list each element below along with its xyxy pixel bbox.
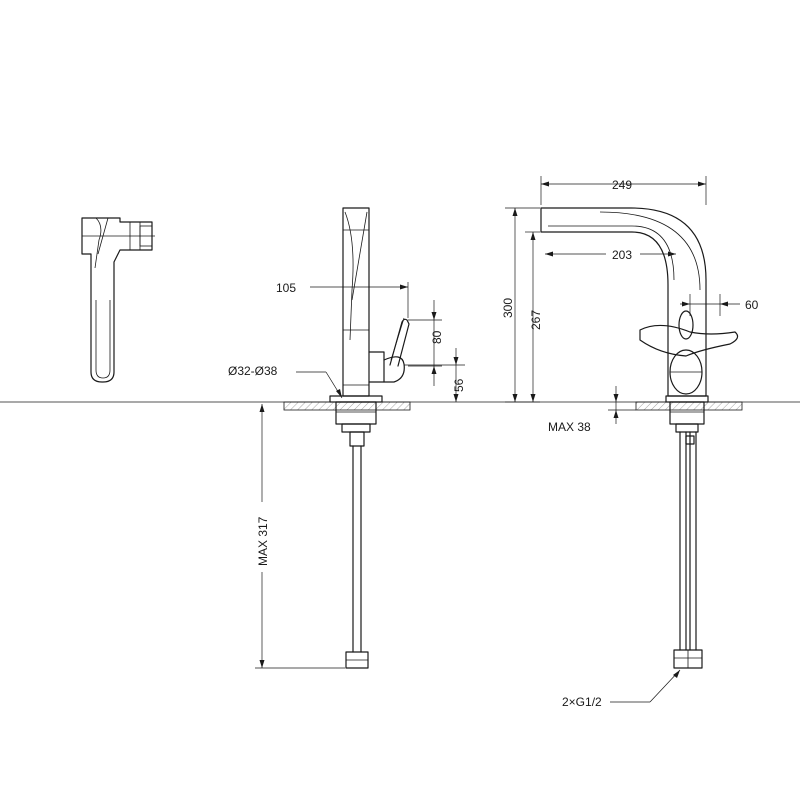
label-connection: 2×G1/2 bbox=[562, 695, 602, 709]
dim-lever-105: 105 bbox=[276, 281, 409, 318]
dim-overall-width: 249 bbox=[540, 176, 707, 205]
label-300: 300 bbox=[501, 298, 515, 318]
label-203: 203 bbox=[612, 248, 632, 262]
top-view bbox=[81, 217, 155, 383]
dim-offset-60: 60 bbox=[680, 294, 759, 316]
label-hole-diameter: Ø32-Ø38 bbox=[228, 364, 278, 378]
dim-spout-reach: 203 bbox=[545, 245, 676, 262]
label-267: 267 bbox=[529, 310, 543, 330]
label-56: 56 bbox=[452, 378, 466, 392]
label-105: 105 bbox=[276, 281, 296, 295]
front-view bbox=[540, 207, 743, 669]
label-60: 60 bbox=[745, 298, 759, 312]
dim-height-300: 300 bbox=[501, 207, 540, 403]
side-view bbox=[283, 207, 411, 669]
label-249: 249 bbox=[612, 178, 632, 192]
label-max-317: MAX 317 bbox=[256, 516, 270, 566]
label-80: 80 bbox=[430, 330, 444, 344]
dim-height-267: 267 bbox=[525, 231, 543, 402]
label-max-38: MAX 38 bbox=[548, 420, 591, 434]
dim-max-317: MAX 317 bbox=[252, 404, 345, 669]
dim-hole-diameter: Ø32-Ø38 bbox=[228, 364, 343, 399]
dim-base-56: 56 bbox=[404, 348, 466, 402]
dim-connection: 2×G1/2 bbox=[562, 669, 681, 709]
dim-lever-80: 80 bbox=[408, 300, 444, 386]
dim-max-38: MAX 38 bbox=[548, 386, 636, 434]
